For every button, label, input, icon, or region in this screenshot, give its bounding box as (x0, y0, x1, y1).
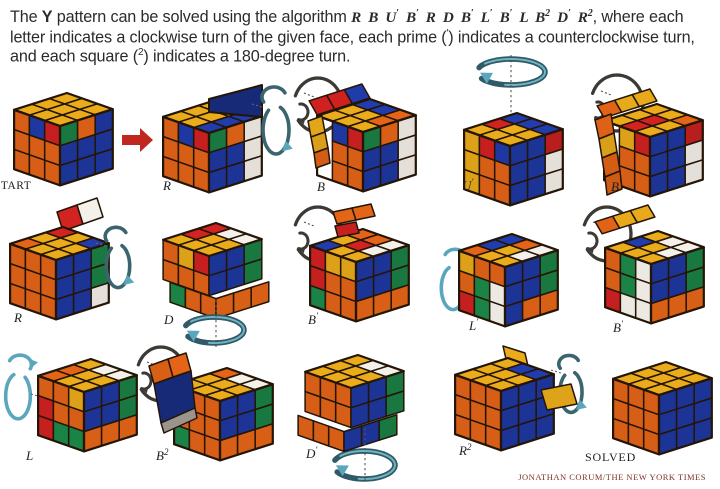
svg-text:B′: B′ (613, 319, 624, 335)
svg-text:R: R (13, 310, 22, 325)
svg-text:SOLVED: SOLVED (585, 450, 636, 464)
svg-text:START: START (0, 180, 31, 192)
svg-text:D′: D′ (305, 445, 318, 461)
svg-text:B′: B′ (611, 178, 622, 194)
svg-text:B: B (317, 179, 325, 194)
svg-text:R: R (162, 178, 171, 193)
svg-text:JONATHAN CORUM/THE NEW YORK TI: JONATHAN CORUM/THE NEW YORK TIMES (518, 472, 706, 482)
svg-text:L′: L′ (468, 317, 479, 333)
svg-text:B′: B′ (308, 311, 319, 327)
svg-text:L: L (25, 448, 33, 463)
svg-text:D: D (163, 312, 174, 327)
svg-text:U′: U′ (462, 177, 474, 193)
